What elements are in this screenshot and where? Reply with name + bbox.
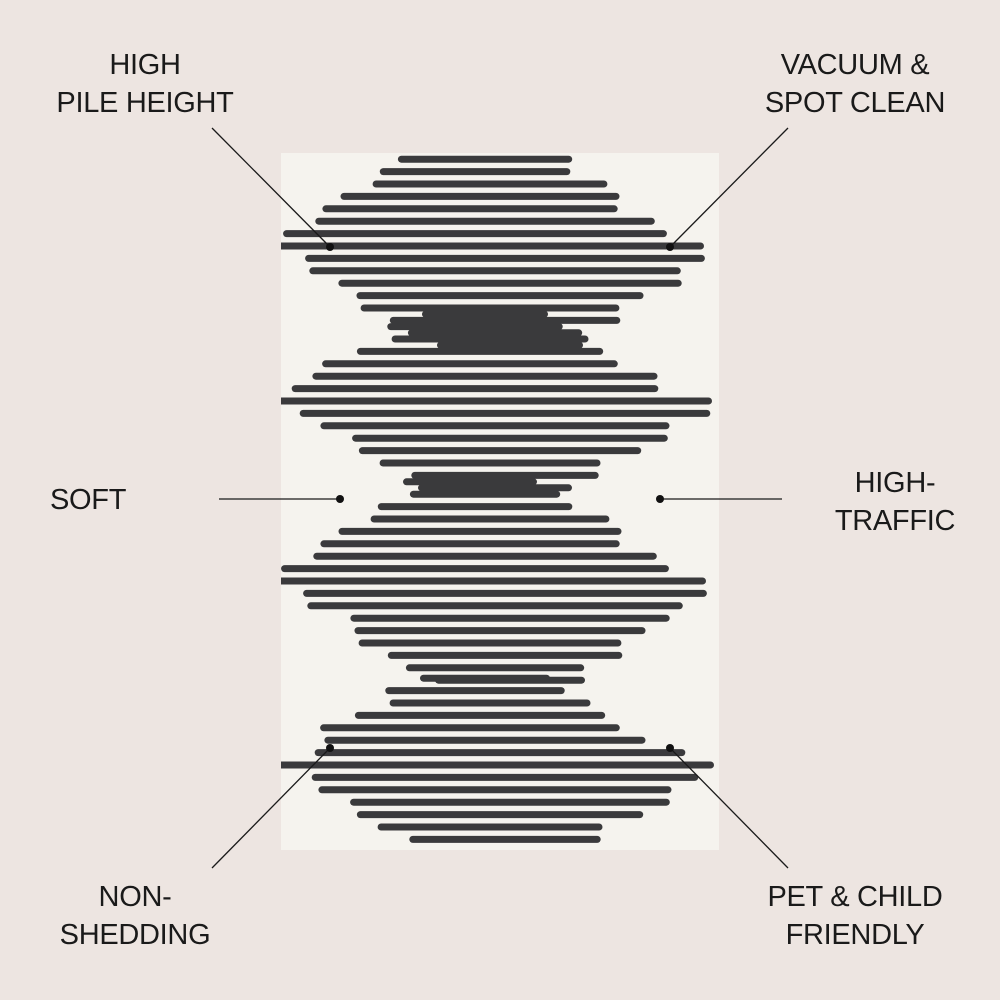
rug-stripe — [315, 217, 655, 225]
callout-clean-line2: SPOT CLEAN — [764, 87, 946, 119]
rug-stripe — [322, 205, 618, 213]
rug-stripe — [303, 589, 707, 597]
rug-stripe — [420, 674, 550, 682]
callout-shedding-line1: NON- — [98, 881, 172, 913]
rug-stripe — [305, 254, 705, 262]
callout-clean: VACUUM & SPOT CLEAN — [740, 46, 970, 122]
rug-stripe — [397, 155, 573, 163]
rug-stripe — [389, 699, 591, 707]
rug-stripe — [350, 798, 670, 806]
callout-soft-line1: SOFT — [50, 484, 127, 516]
callout-pile-height-line1: HIGH — [109, 49, 181, 81]
rug-stripe — [354, 711, 606, 719]
callout-friendly-line1: PET & CHILD — [767, 881, 943, 913]
rug-stripe — [377, 823, 603, 831]
rug-stripe — [409, 835, 601, 843]
rug-stripe — [320, 724, 620, 732]
rug-stripe — [320, 422, 670, 430]
callout-traffic-line1: HIGH- — [854, 467, 936, 499]
rug-stripe — [281, 242, 704, 250]
rug-stripe — [360, 304, 620, 312]
rug-stripe — [281, 761, 714, 769]
callout-pile-height: HIGH PILE HEIGHT — [40, 46, 250, 122]
rug-stripe — [314, 749, 686, 757]
rug-stripe — [309, 267, 681, 275]
rug-stripe — [307, 602, 683, 610]
rug-stripe — [318, 786, 672, 794]
rug-stripe — [370, 515, 610, 523]
rug-stripe — [356, 347, 604, 355]
rug-stripe — [291, 385, 659, 393]
rug-stripe — [312, 372, 658, 380]
rug-stripe — [409, 490, 561, 498]
rug-stripe — [407, 329, 583, 337]
rug-stripe — [379, 459, 601, 467]
rug-stripe — [372, 180, 608, 188]
rug-stripe — [352, 434, 668, 442]
rug-stripe — [299, 409, 711, 417]
rug-stripe — [356, 292, 644, 300]
rug-stripe — [405, 664, 585, 672]
rug-stripe — [385, 687, 565, 695]
rug-stripe — [377, 503, 573, 511]
rug-stripe-pattern — [281, 155, 714, 843]
callout-soft: SOFT — [50, 481, 126, 519]
rug-stripe — [322, 360, 618, 368]
rug-stripe — [354, 627, 646, 635]
rug-stripe — [389, 316, 621, 324]
callout-friendly: PET & CHILD FRIENDLY — [745, 878, 965, 954]
callout-traffic-line2: TRAFFIC — [834, 505, 956, 537]
callout-clean-line1: VACUUM & — [780, 49, 930, 81]
rug-stripe — [418, 484, 572, 492]
rug-image — [281, 153, 719, 850]
rug-stripe — [358, 639, 622, 647]
rug-stripe — [313, 552, 657, 560]
rug-stripe — [283, 230, 667, 238]
rug-stripe — [281, 397, 712, 405]
rug-stripe — [324, 736, 646, 744]
rug-stripe — [411, 471, 599, 479]
rug-stripe — [387, 323, 563, 331]
callout-pile-height-line2: PILE HEIGHT — [56, 87, 234, 119]
rug-stripe — [437, 341, 583, 349]
rug-stripe — [281, 565, 669, 573]
rug-stripe — [350, 614, 670, 622]
rug-stripe — [387, 651, 623, 659]
rug-stripe — [320, 540, 620, 548]
callout-traffic: HIGH- TRAFFIC — [810, 464, 980, 540]
rug-stripe — [422, 310, 548, 318]
rug-stripe — [340, 192, 620, 200]
rug-stripe — [356, 811, 644, 819]
callout-friendly-line2: FRIENDLY — [785, 919, 925, 951]
rug-stripe — [281, 577, 706, 585]
rug-stripe — [338, 279, 682, 287]
rug-stripe — [391, 335, 589, 343]
rug-stripe — [403, 478, 537, 486]
rug-stripe — [338, 527, 622, 535]
rug-stripe — [311, 773, 699, 781]
callout-shedding: NON- SHEDDING — [40, 878, 230, 954]
rug-stripe — [358, 447, 642, 455]
callout-shedding-line2: SHEDDING — [59, 919, 211, 951]
rug-stripe — [379, 168, 571, 176]
